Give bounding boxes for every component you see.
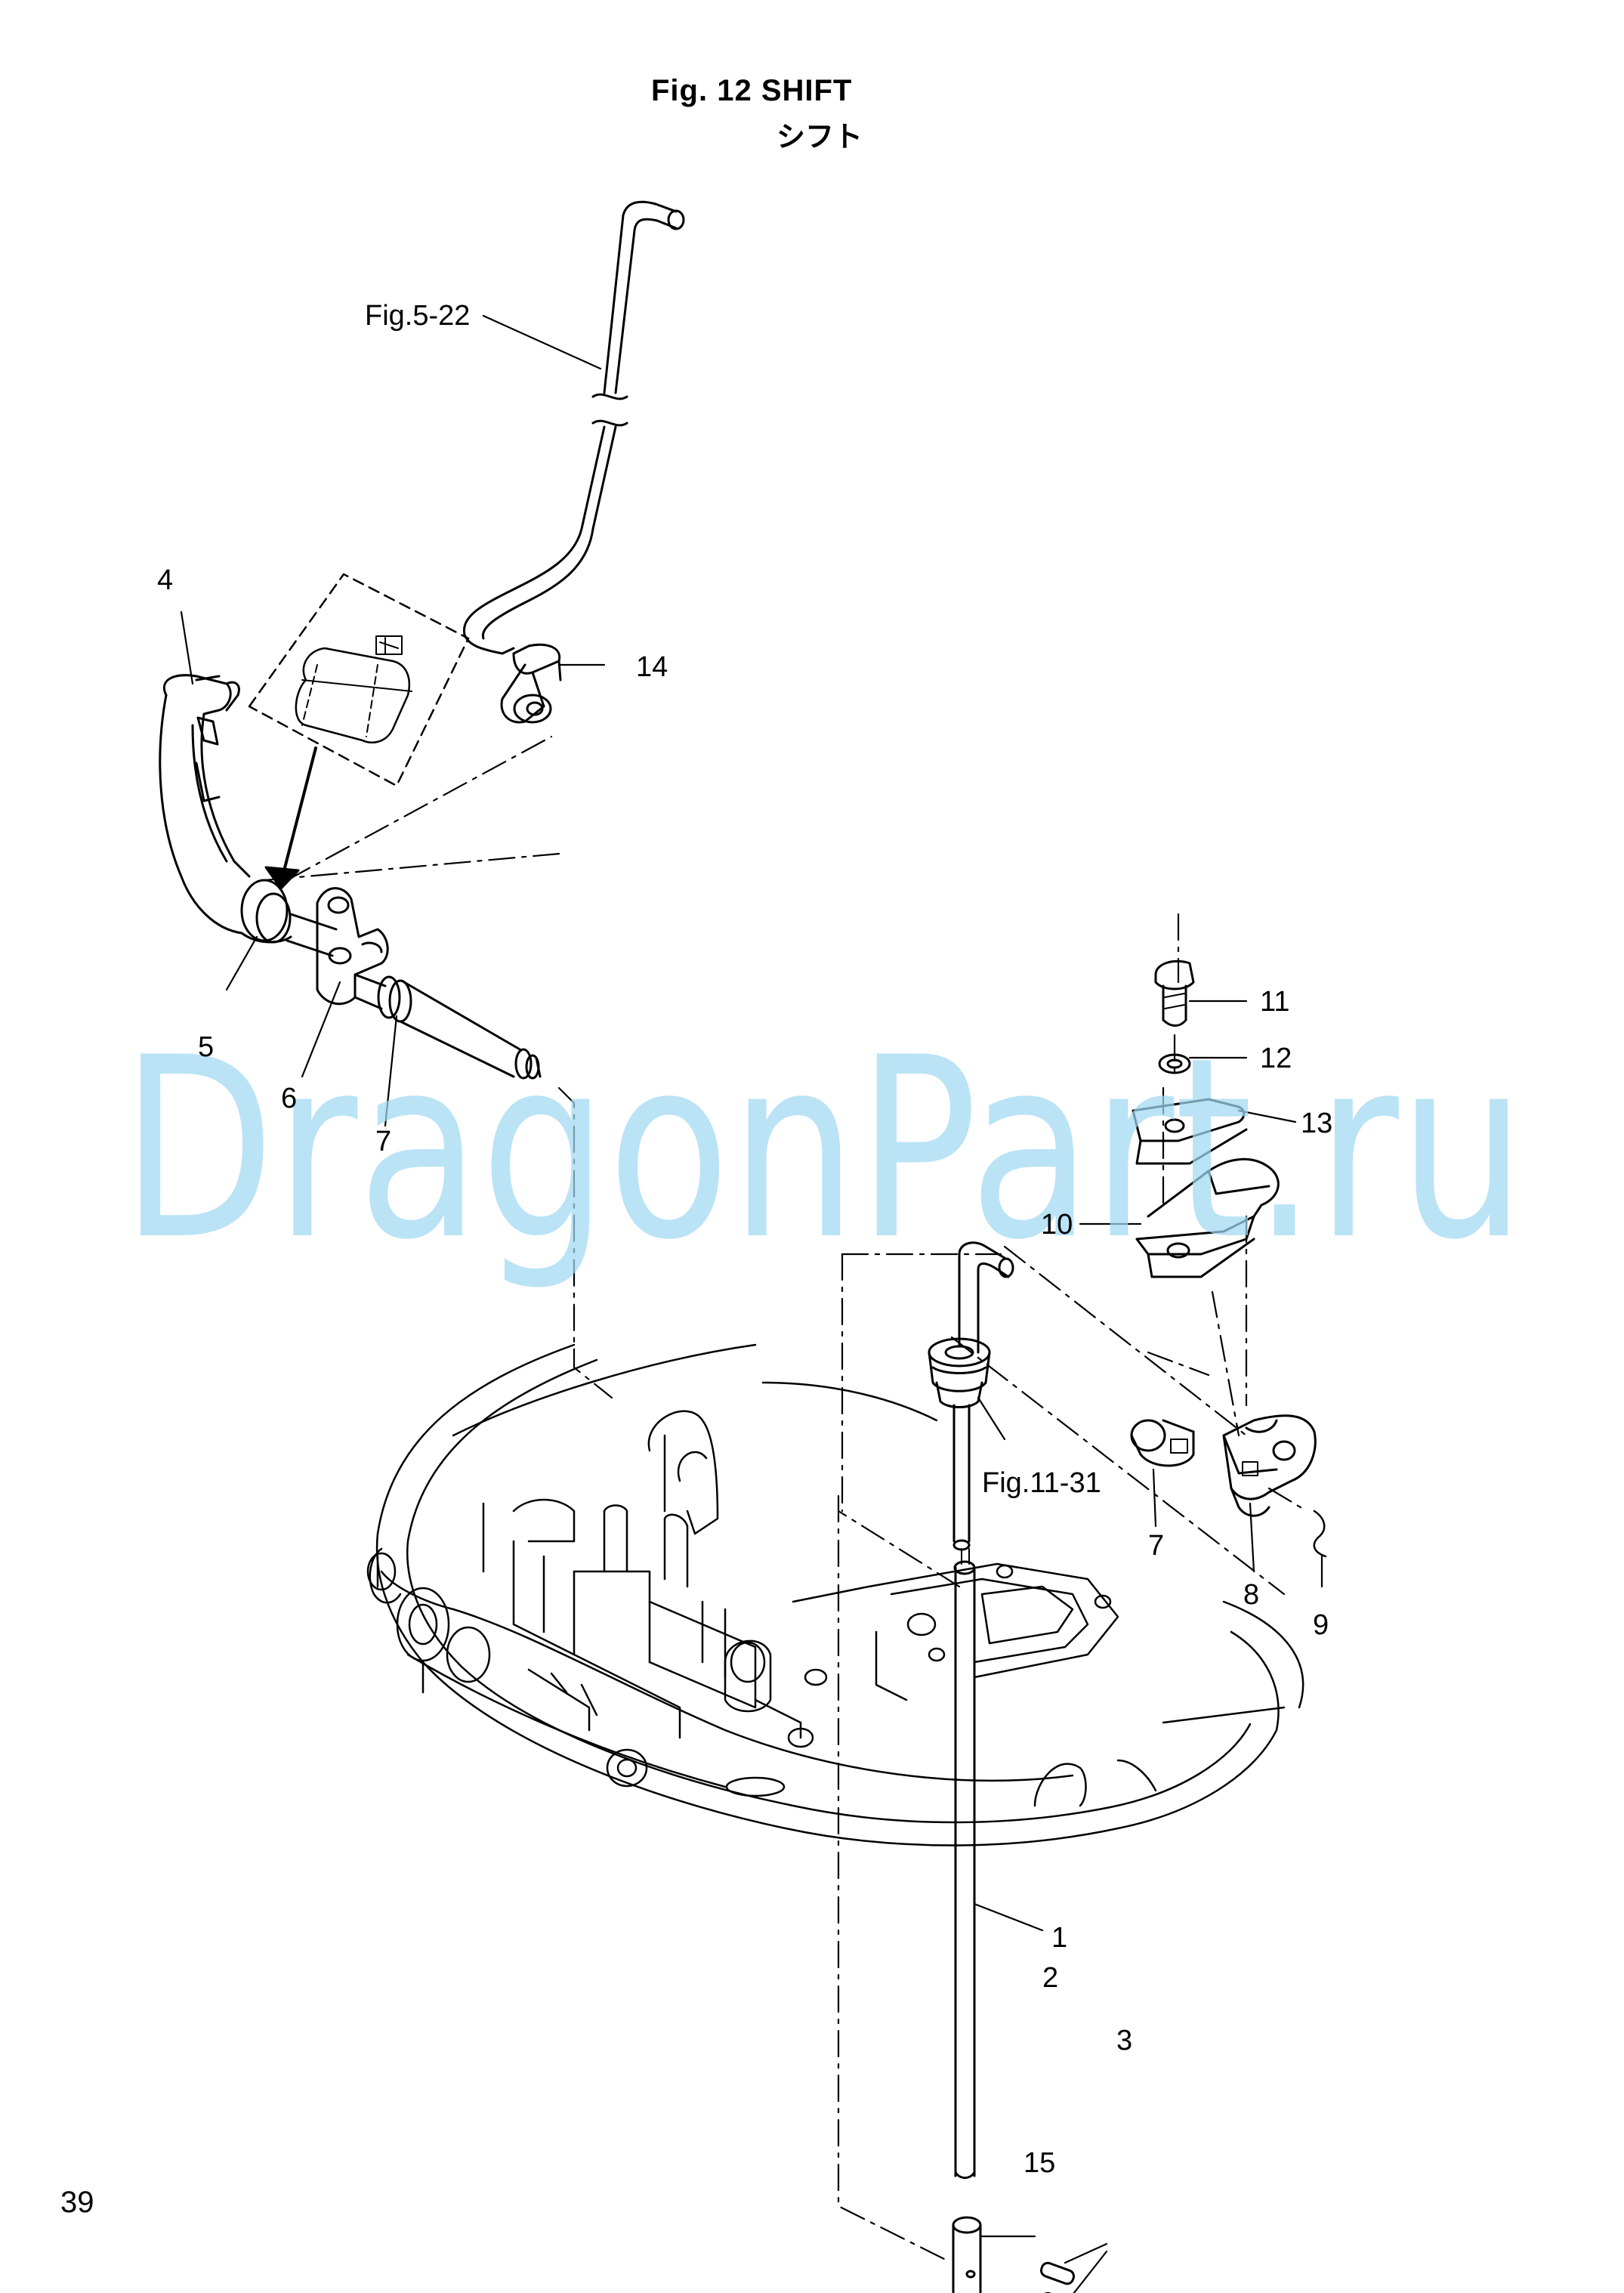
callout-1: 1 [1051, 1922, 1067, 1954]
part-11-bolt [1154, 960, 1195, 1027]
figure-title: Fig. 12 SHIFT [651, 74, 853, 107]
callout-13: 13 [1301, 1108, 1332, 1139]
callout-7-bushing: 7 [1148, 1530, 1164, 1562]
part-8-shift-cam [1222, 1414, 1317, 1517]
part-5-6-7-shift-shaft [240, 879, 542, 1080]
callout-leaders [180, 314, 1323, 2293]
page-number: 39 [60, 2186, 94, 2219]
lower-housing [366, 1343, 1304, 1846]
part-12-washer [1158, 1053, 1191, 1074]
callout-2: 2 [1042, 1962, 1058, 1994]
callout-6: 6 [281, 1083, 297, 1114]
callout-14: 14 [636, 651, 668, 683]
watermark-text: DragonPart.ru [121, 1004, 1526, 1294]
callout-11: 11 [1260, 986, 1289, 1018]
callout-7-shaft: 7 [375, 1126, 391, 1157]
part-9-spring-clip [1313, 1510, 1327, 1558]
callout-9: 9 [1313, 1609, 1329, 1641]
part-13-plate [1132, 1098, 1248, 1165]
callout-3: 3 [1116, 2025, 1132, 2057]
part-1-vertical-shift-rod [952, 1241, 1014, 2179]
fig-11-31-grommet [928, 1337, 991, 1408]
ref-fig-11-31: Fig.11-31 [982, 1467, 1101, 1499]
callout-8: 8 [1243, 1579, 1259, 1611]
part-10-bracket [1135, 1157, 1280, 1278]
figure-subtitle: シフト [776, 120, 863, 153]
callout-4: 4 [157, 564, 173, 596]
ref-fig-5-22: Fig.5-22 [365, 300, 470, 332]
part-4-shift-lever [159, 674, 251, 935]
assembly-leader-lines [263, 735, 1308, 2261]
callout-12: 12 [1260, 1043, 1292, 1074]
inset-detail-box [248, 573, 470, 787]
callout-5: 5 [198, 1031, 214, 1063]
part-3-pins [1040, 2261, 1075, 2293]
shift-lever-rod [462, 200, 685, 655]
part-14-shift-arm [500, 643, 562, 724]
part-7-bushing [1130, 1419, 1195, 1467]
part-2-rod-coupler [952, 2216, 982, 2293]
callout-labels: Fig.5-22 14 4 5 6 7 11 12 13 10 Fig.11-3… [157, 300, 1332, 2179]
callout-15: 15 [1023, 2147, 1055, 2179]
callout-10: 10 [1041, 1209, 1073, 1241]
